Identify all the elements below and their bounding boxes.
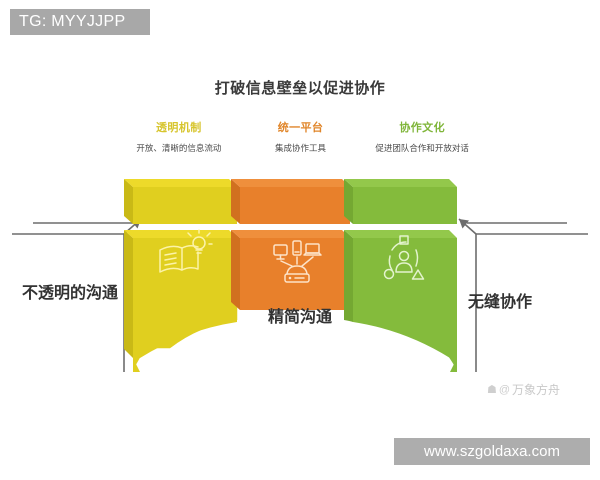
- column-desc-platform: 集成协作工具: [275, 143, 327, 153]
- team-shapes-icon: [383, 235, 425, 280]
- column-title-culture: 协作文化: [399, 122, 445, 134]
- label-opaque-communication: 不透明的沟通: [21, 285, 118, 302]
- column-headers: 透明机制 开放、清晰的信息流动 统一平台 集成协作工具 协作文化 促进团队合作和…: [118, 119, 483, 154]
- watermark-text: 万象方舟: [512, 383, 561, 397]
- label-streamlined-communication: 精简沟通: [267, 309, 332, 326]
- column-desc-transparency: 开放、清晰的信息流动: [136, 143, 222, 153]
- lower-block-yellow: [124, 230, 238, 358]
- column-header-culture: 协作文化 促进团队合作和开放对话: [361, 119, 483, 154]
- column-title-platform: 统一平台: [277, 122, 324, 134]
- upper-block-orange: [231, 179, 350, 224]
- at-icon: @: [498, 383, 511, 396]
- column-title-transparency: 透明机制: [156, 122, 202, 134]
- column-desc-culture: 促进团队合作和开放对话: [375, 143, 469, 153]
- label-seamless-collaboration: 无缝协作: [468, 294, 533, 311]
- upper-block-green: [344, 179, 457, 224]
- lower-block-green: [344, 230, 457, 358]
- upper-block-yellow: [124, 179, 237, 224]
- page-title: 打破信息壁垒以促进协作: [214, 80, 386, 97]
- connected-devices-icon: [273, 240, 322, 283]
- website-banner: www.szgoldaxa.com: [394, 438, 590, 465]
- column-header-platform: 统一平台 集成协作工具: [240, 119, 362, 154]
- tg-tag-banner: TG: MYYJJPP: [10, 9, 150, 35]
- book-lightbulb-icon: [159, 229, 213, 273]
- lower-block-orange: [231, 230, 350, 310]
- column-header-transparency: 透明机制 开放、清晰的信息流动: [118, 119, 240, 154]
- bookmark-icon: ☗: [487, 384, 497, 396]
- watermark: ☗ @ 万象方舟: [487, 381, 560, 398]
